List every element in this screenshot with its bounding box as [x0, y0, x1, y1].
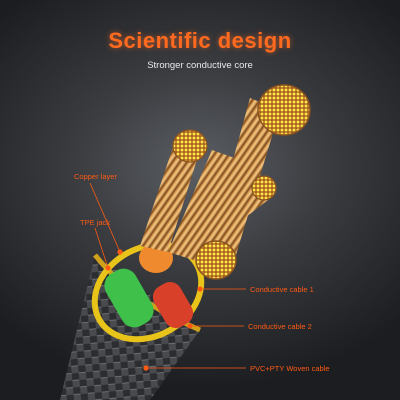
label-woven-cable: PVC+PTY Woven cable [250, 364, 330, 373]
label-copper-layer: Copper layer [74, 172, 117, 181]
label-conductive-cable-2: Conductive cable 2 [248, 322, 312, 331]
callout-lines [89, 182, 246, 371]
page-title: Scientific design [108, 28, 292, 53]
label-conductive-cable-1: Conductive cable 1 [250, 285, 314, 294]
inner-cores [104, 243, 194, 329]
strand-end-faces [172, 84, 311, 280]
copper-strands [140, 98, 280, 270]
page-subtitle: Stronger conductive core [147, 60, 253, 71]
label-tpe-jack: TPE jack [80, 218, 111, 227]
